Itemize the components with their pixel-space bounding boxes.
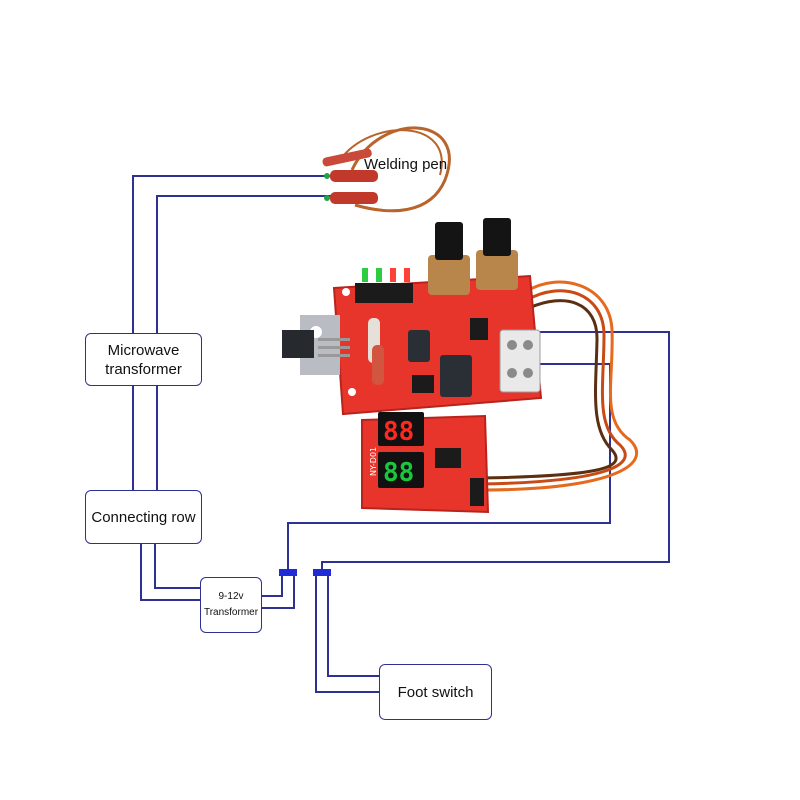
pen-lead-2: [339, 129, 443, 176]
triac-pins-2: [318, 346, 350, 349]
wire-connector-right-to-board: [321, 331, 670, 575]
pot-1-base: [428, 255, 470, 295]
mount-hole-2: [348, 388, 356, 396]
mount-hole-1: [342, 288, 350, 296]
pen-probe-1-tip: [324, 173, 330, 179]
display-bottom: [378, 452, 424, 488]
led-1: [362, 268, 368, 282]
wire-pen-to-microwave-outer: [132, 175, 334, 335]
wire-connector-left-to-board: [287, 363, 611, 575]
display-bottom-digits: 88: [383, 458, 414, 488]
screw-terminal: [499, 329, 541, 393]
wire-connecting-to-transformer-outer: [140, 541, 200, 601]
triac-body: [282, 330, 314, 358]
wire-group: [132, 175, 670, 693]
led-2: [376, 268, 382, 282]
resistor-2: [372, 345, 384, 385]
pen-probe-2: [330, 192, 378, 204]
orange-cable-bundle: [479, 280, 638, 492]
pot-1-knob: [435, 222, 463, 260]
screw-1: [507, 340, 517, 350]
capacitor-small: [408, 330, 430, 362]
microwave-transformer-line2: transformer: [105, 360, 182, 378]
pen-probe-2-tip: [324, 195, 330, 201]
display-ic: [435, 448, 461, 468]
foot-switch-box: Foot switch: [379, 664, 492, 720]
small-transformer-line1: 9-12v: [218, 591, 244, 602]
wire-foot-switch-inner: [327, 575, 380, 677]
microwave-transformer-box: Microwave transformer: [85, 333, 202, 386]
ic-chip: [470, 318, 488, 340]
capacitor-large: [440, 355, 472, 397]
connecting-row-label: Connecting row: [91, 508, 196, 526]
connector-left: [279, 569, 297, 576]
screw-4: [523, 368, 533, 378]
pen-probe-1: [330, 170, 378, 182]
pin-header: [355, 283, 413, 303]
main-pcb: [282, 218, 543, 416]
led-4: [404, 268, 410, 282]
triac-pins-3: [318, 354, 350, 357]
microwave-transformer-line1: Microwave: [107, 341, 180, 359]
small-transformer-box: 9-12v Transformer: [200, 577, 262, 633]
connecting-row-box: Connecting row: [85, 490, 202, 544]
display-top: [378, 412, 424, 446]
small-transformer-line2: Transformer: [203, 607, 259, 618]
triac-pins: [318, 338, 350, 341]
foot-switch-label: Foot switch: [397, 683, 474, 701]
wire-pen-to-microwave-inner: [156, 195, 334, 335]
mosfet: [412, 375, 434, 393]
welding-pen-label: Welding pen: [364, 156, 448, 173]
welding-pen: [322, 126, 451, 213]
wire-transformer-to-connector-left-2: [262, 575, 283, 597]
wire-foot-switch-outer: [315, 575, 380, 693]
display-pcb: 88 88 NY-D01: [361, 412, 490, 514]
display-header: [470, 478, 484, 506]
pot-2-knob: [483, 218, 511, 256]
display-top-digits: 88: [383, 417, 414, 447]
screw-2: [523, 340, 533, 350]
wire-connecting-to-transformer-inner: [154, 541, 200, 589]
pot-2-base: [476, 250, 518, 290]
connector-right: [313, 569, 331, 576]
led-3: [390, 268, 396, 282]
wire-transformer-to-connector-left: [262, 575, 295, 609]
pen-lead: [350, 126, 451, 213]
screw-3: [507, 368, 517, 378]
pen-tip-top: [322, 148, 372, 167]
display-silk-code: NY-D01: [369, 447, 378, 476]
